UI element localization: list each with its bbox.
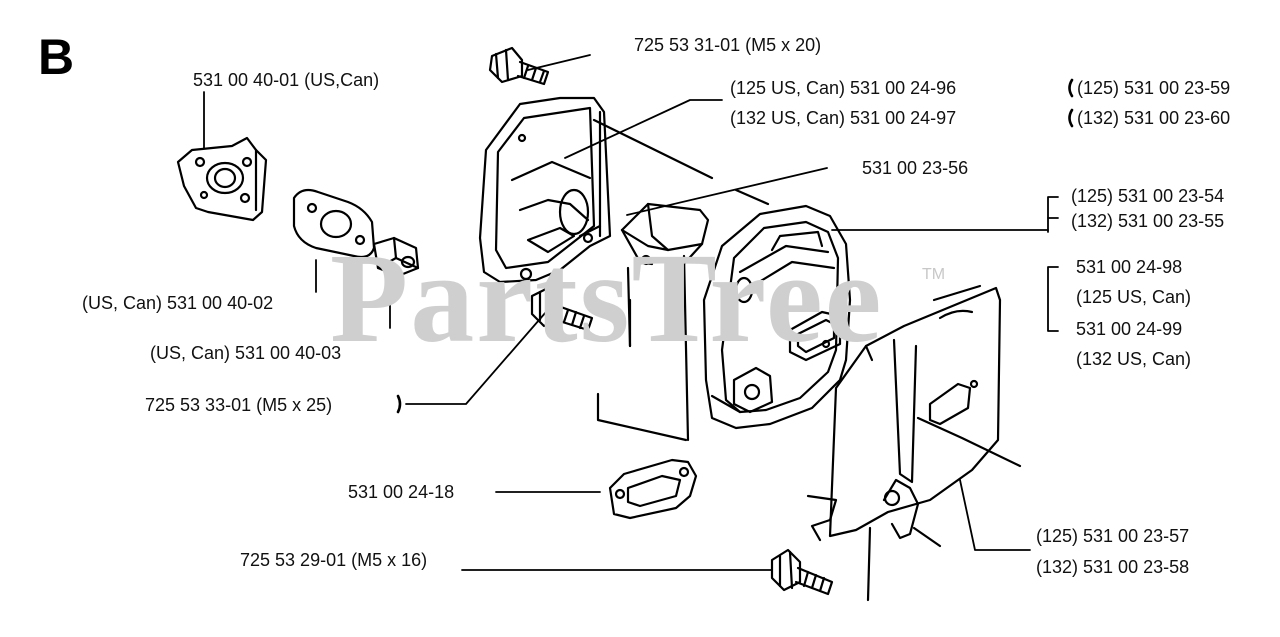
screw-m5x20-part [488,46,550,86]
trademark-mark: TM [922,266,946,283]
watermark: PartsTree [330,227,884,369]
label-heatshield-132: (132) 531 00 23-58 [1036,557,1190,577]
muffler-body-part [702,204,852,430]
label-carb-gasket: 531 00 40-01 (US,Can) [193,70,380,90]
label-muffler-us-132-note: (132 US, Can) [1076,349,1192,369]
kit-marks [396,78,1074,414]
section-letter: B [38,29,74,85]
label-muffler-us-132: 531 00 24-99 [1076,319,1183,339]
nut-part [372,236,420,278]
muffler-housing-part [478,96,612,284]
label-plate-gasket: (US, Can) 531 00 40-02 [82,293,274,313]
label-screw-m5x25: 725 53 33-01 (M5 x 25) [145,395,333,415]
screw-m5x16-part [770,548,834,596]
label-screw-m5x16: 725 53 29-01 (M5 x 16) [240,550,428,570]
label-bracket: 531 00 23-56 [862,158,969,178]
screw-m5x25-part [530,286,594,332]
exhaust-gasket-part [608,458,698,520]
carb-gasket-part [176,136,268,222]
label-muffler-132: (132) 531 00 23-55 [1071,211,1225,231]
label-muffler-us-125-note: (125 US, Can) [1076,287,1192,307]
label-exhaust-gasket: 531 00 24-18 [348,482,455,502]
label-muffler-125: (125) 531 00 23-54 [1071,186,1225,206]
label-screw-m5x20: 725 53 31-01 (M5 x 20) [634,35,822,55]
label-housing-132: (132 US, Can) 531 00 24-97 [730,108,957,128]
label-housing-125: (125 US, Can) 531 00 24-96 [730,78,957,98]
label-kit-132: (132) 531 00 23-60 [1077,108,1231,128]
heat-shield-part [806,284,1022,548]
label-nut: (US, Can) 531 00 40-03 [150,343,342,363]
guide-lines [592,118,872,602]
label-muffler-us-125: 531 00 24-98 [1076,257,1183,277]
leader-lines [203,54,1059,571]
bracket-part [620,202,710,442]
label-heatshield-125: (125) 531 00 23-57 [1036,526,1190,546]
label-kit-125: (125) 531 00 23-59 [1077,78,1231,98]
